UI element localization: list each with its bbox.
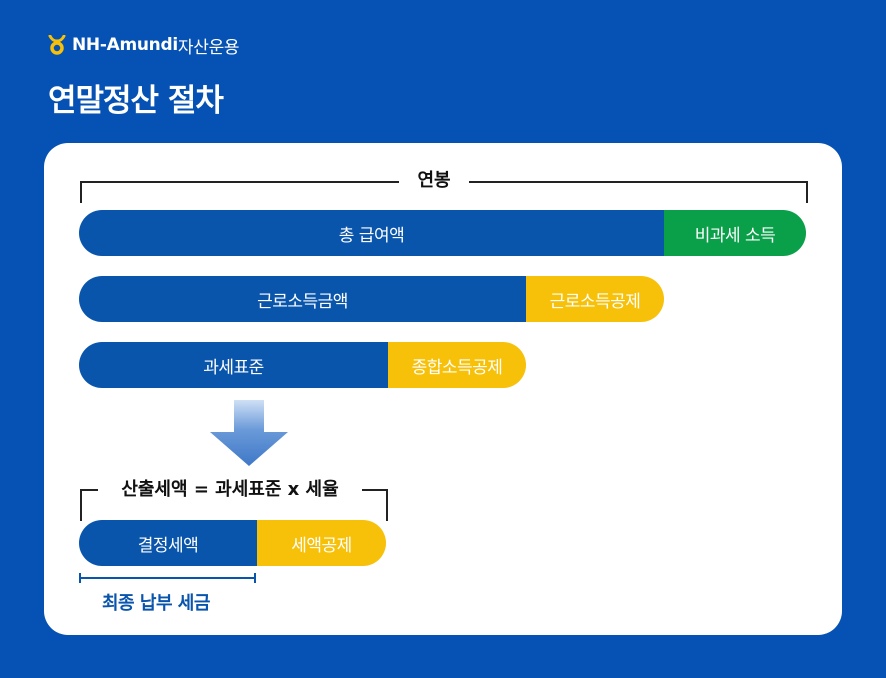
- logo-suffix-text: 자산운용: [177, 37, 240, 58]
- down-arrow-icon: [210, 400, 288, 466]
- earned-income-deduction-segment: 근로소득공제: [526, 276, 664, 322]
- logo-emblem-icon: [48, 34, 66, 55]
- tax-credit-segment: 세액공제: [257, 520, 386, 566]
- earned-income-bar: 근로소득금액 근로소득공제: [79, 276, 664, 322]
- gross-salary-bar: 총 급여액 비과세 소득: [79, 210, 806, 256]
- company-logo: NH-Amundi 자산운용: [48, 33, 240, 58]
- tax-base-bar: 과세표준 종합소득공제: [79, 342, 526, 388]
- tax-base-segment: 과세표준: [79, 342, 388, 388]
- earned-income-segment: 근로소득금액: [79, 276, 526, 322]
- page-title: 연말정산 절차: [48, 83, 224, 119]
- final-tax-label: 최종 납부 세금: [102, 593, 210, 614]
- logo-brand-text: NH-Amundi: [72, 35, 178, 55]
- determined-tax-bar: 결정세액 세액공제: [79, 520, 386, 566]
- comprehensive-income-deduction-segment: 종합소득공제: [388, 342, 526, 388]
- gross-salary-segment: 총 급여액: [79, 210, 664, 256]
- annual-salary-label: 연봉: [399, 170, 469, 192]
- formula-label: 산출세액 = 과세표준 x 세율: [98, 479, 362, 501]
- determined-tax-segment: 결정세액: [79, 520, 257, 566]
- non-taxable-income-segment: 비과세 소득: [664, 210, 806, 256]
- procedure-card: 연봉 총 급여액 비과세 소득 근로소득금액 근로소득공제 과세표준 종합소득공…: [44, 143, 842, 635]
- final-tax-range-line: [79, 573, 256, 583]
